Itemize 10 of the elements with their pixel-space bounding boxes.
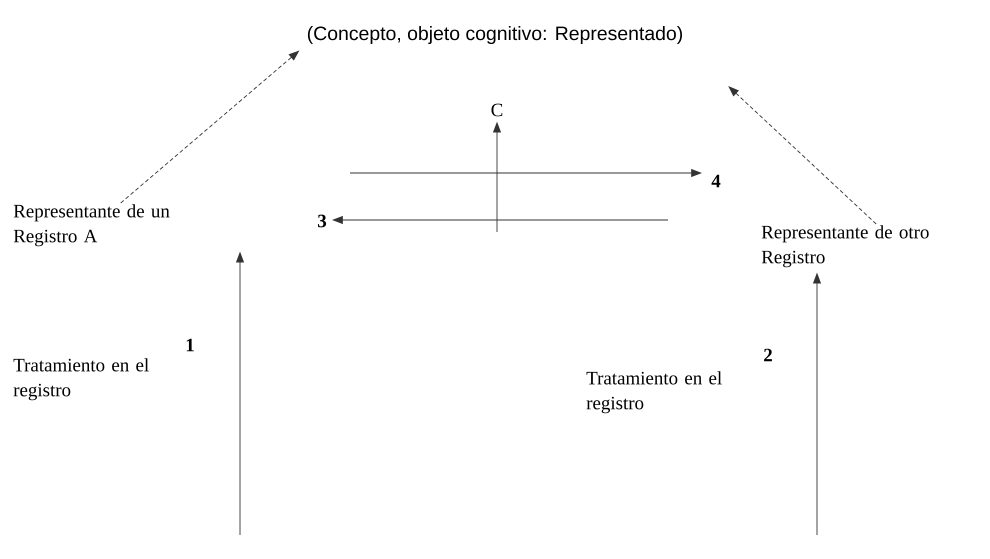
title-text: (Concepto, objeto cognitivo: Representado): [308, 26, 682, 44]
step-number: 4: [712, 174, 720, 188]
step-number: 1: [186, 338, 194, 352]
note-text: Tratamiento en el registro: [586, 371, 722, 414]
step-number: 2: [764, 348, 772, 362]
register-text: Representante de otro Registro: [762, 225, 929, 268]
concept-letter: C: [491, 104, 502, 116]
note-text: Tratamiento en el registro: [14, 358, 149, 400]
register-text: Representante de un Registro A: [14, 204, 170, 246]
step-number: 3: [318, 214, 326, 228]
